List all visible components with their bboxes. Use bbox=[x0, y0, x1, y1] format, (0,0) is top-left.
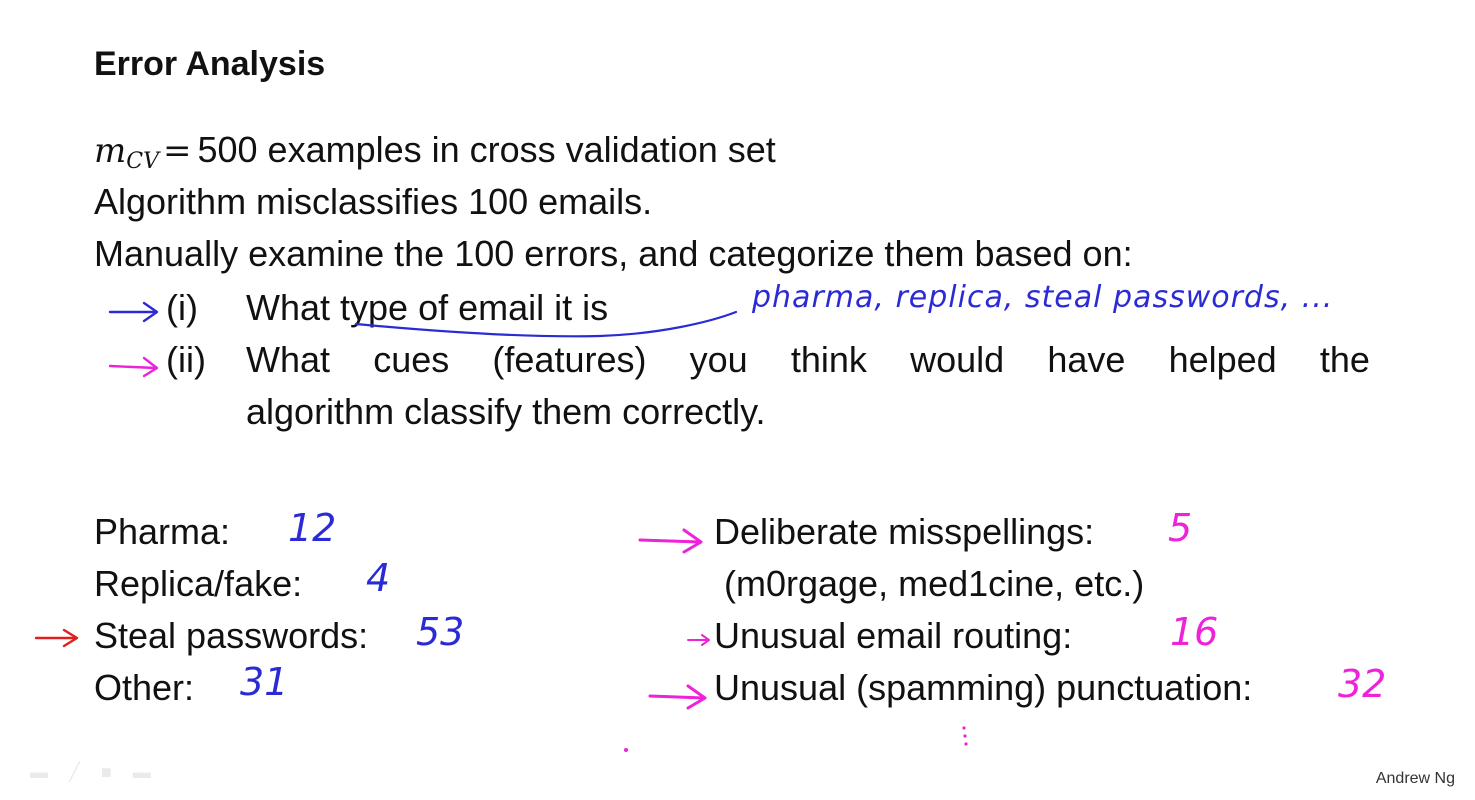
email-type-count-replica: 4 bbox=[366, 556, 391, 600]
slide-title: Error Analysis bbox=[94, 45, 326, 83]
underline-stroke bbox=[354, 310, 738, 338]
misclassify-line: Algorithm misclassifies 100 emails. bbox=[94, 181, 653, 222]
cue-count-spamming-punctuation: 32 bbox=[1338, 662, 1387, 706]
arrow-icon-email-routing bbox=[687, 634, 710, 646]
criterion-1-text: What type of email it is bbox=[246, 287, 609, 328]
cue-example-misspellings: (m0rgage, med1cine, etc.) bbox=[724, 563, 1145, 604]
email-type-label-other: Other: bbox=[94, 667, 195, 708]
cue-count-email-routing: 16 bbox=[1170, 610, 1219, 654]
pen-toolbar[interactable]: ▬ ╱ ■ ▬ bbox=[30, 762, 159, 782]
handwritten-email-types-note: pharma, replica, steal passwords, ... bbox=[752, 280, 1334, 315]
cue-label-spamming-punctuation: Unusual (spamming) punctuation: bbox=[714, 667, 1253, 708]
email-type-count-other: 31 bbox=[240, 660, 289, 704]
criterion-2-text-line2: algorithm classify them correctly. bbox=[246, 391, 766, 432]
cue-count-misspellings: 5 bbox=[1168, 506, 1193, 550]
cue-label-misspellings: Deliberate misspellings: bbox=[714, 511, 1095, 552]
email-type-count-steal-passwords: 53 bbox=[416, 610, 465, 654]
email-type-label-pharma: Pharma: bbox=[94, 511, 231, 552]
arrow-icon-spamming-punctuation bbox=[648, 684, 707, 710]
stray-pen-marks bbox=[624, 726, 968, 752]
email-type-count-pharma: 12 bbox=[288, 506, 337, 550]
criterion-2-text-line1: What cues (features) you think would hav… bbox=[246, 339, 1370, 380]
arrow-icon-misspellings bbox=[638, 528, 703, 554]
arrow-icon-criterion-1 bbox=[108, 301, 159, 323]
criterion-2-numeral: (ii) bbox=[166, 339, 206, 380]
manual-examine-line: Manually examine the 100 errors, and cat… bbox=[94, 233, 1133, 274]
criterion-1-numeral: (i) bbox=[166, 287, 198, 328]
email-type-label-steal-passwords: Steal passwords: bbox=[94, 615, 369, 656]
author-credit: Andrew Ng bbox=[1375, 770, 1455, 787]
intro-examples-line: mCV=500 examples in cross validation set bbox=[94, 128, 776, 175]
math-m-cv: mCV= bbox=[94, 131, 192, 174]
arrow-icon-steal-passwords bbox=[34, 628, 79, 648]
cue-label-email-routing: Unusual email routing: bbox=[714, 615, 1073, 656]
arrow-icon-criterion-2 bbox=[108, 356, 159, 378]
email-type-label-replica: Replica/fake: bbox=[94, 563, 303, 604]
examples-text: 500 examples in cross validation set bbox=[197, 129, 776, 170]
